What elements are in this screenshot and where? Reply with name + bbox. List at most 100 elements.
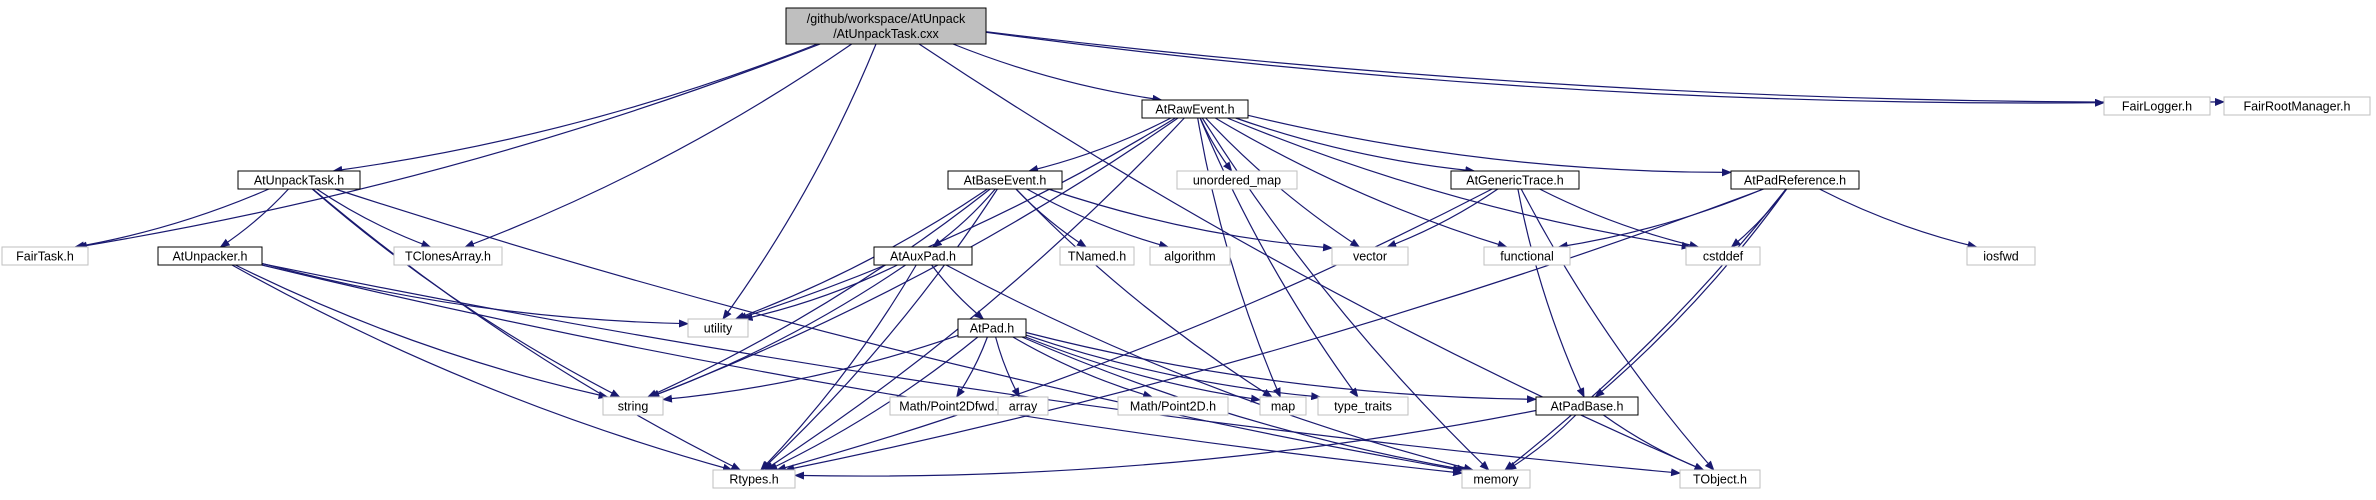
edge-AtRawEvent-to-utility xyxy=(736,117,1176,321)
node-TClonesArray: TClonesArray.h xyxy=(393,246,503,266)
edge-AtPad-to-array xyxy=(995,336,1020,398)
node-FairRootManager: FairRootManager.h xyxy=(2223,96,2371,116)
node-box-type_traits xyxy=(1317,396,1409,416)
node-label-Point2D: Math/Point2D.h xyxy=(1130,400,1216,414)
edge-AtBaseEvent-to-vector xyxy=(1048,188,1333,252)
edge-AtPad-to-Rtypes xyxy=(767,336,979,471)
node-Point2D: Math/Point2D.h xyxy=(1117,396,1229,416)
edge-AtPadBase-to-Rtypes xyxy=(794,409,1537,480)
node-AtRawEvent[interactable]: AtRawEvent.h xyxy=(1141,99,1249,119)
node-box-iosfwd xyxy=(1966,246,2036,266)
node-box-AtPadReference xyxy=(1730,170,1860,190)
node-AtBaseEvent[interactable]: AtBaseEvent.h xyxy=(947,170,1063,190)
node-label-Point2Dfwd: Math/Point2Dfwd.h xyxy=(899,400,1005,414)
node-type_traits: type_traits xyxy=(1317,396,1409,416)
node-label-root-line2: /AtUnpackTask.cxx xyxy=(833,27,939,41)
edge-AtPad-to-string xyxy=(662,334,959,403)
node-box-algorithm xyxy=(1149,246,1231,266)
node-box-AtGenericTrace xyxy=(1450,170,1580,190)
node-AtGenericTrace[interactable]: AtGenericTrace.h xyxy=(1450,170,1580,190)
edge-root-to-utility xyxy=(722,43,877,320)
node-box-functional xyxy=(1483,246,1571,266)
edge-AtUnpacker-to-memory xyxy=(261,264,1463,477)
node-box-TClonesArray xyxy=(393,246,503,266)
node-label-cstddef: cstddef xyxy=(1703,250,1744,264)
node-box-AtAuxPad xyxy=(873,246,973,266)
edge-AtPadReference-to-Rtypes xyxy=(784,188,1764,473)
node-label-FairLogger: FairLogger.h xyxy=(2122,100,2192,114)
node-box-array xyxy=(997,396,1049,416)
node-functional: functional xyxy=(1483,246,1571,266)
edge-AtRawEvent-to-type_traits xyxy=(1199,117,1359,398)
edge-AtGenericTrace-to-AtPadBase xyxy=(1517,188,1585,398)
node-TNamed: TNamed.h xyxy=(1059,246,1135,266)
node-array: array xyxy=(997,396,1049,416)
node-box-AtPadBase xyxy=(1535,396,1639,416)
node-AtAuxPad[interactable]: AtAuxPad.h xyxy=(873,246,973,266)
edge-AtUnpacker-to-Rtypes xyxy=(231,264,733,472)
node-label-AtAuxPad: AtAuxPad.h xyxy=(890,250,956,264)
edge-AtRawEvent-to-AtPadReference xyxy=(1247,114,1732,177)
edge-AtPadReference-to-AtPadBase xyxy=(1594,188,1788,398)
node-iosfwd: iosfwd xyxy=(1966,246,2036,266)
edge-AtBaseEvent-to-algorithm xyxy=(1026,188,1170,249)
edge-AtRawEvent-to-memory xyxy=(1201,117,1490,471)
node-box-string xyxy=(602,396,664,416)
node-label-FairTask: FairTask.h xyxy=(16,250,74,264)
node-AtPadReference[interactable]: AtPadReference.h xyxy=(1730,170,1860,190)
node-label-root-line1: /github/workspace/AtUnpack xyxy=(807,12,966,26)
node-vector: vector xyxy=(1331,246,1409,266)
node-label-string: string xyxy=(618,400,649,414)
edge-AtUnpackTask-to-memory xyxy=(334,188,1463,473)
node-label-AtBaseEvent: AtBaseEvent.h xyxy=(964,174,1047,188)
edge-AtAuxPad-to-Rtypes xyxy=(760,264,917,471)
node-map: map xyxy=(1259,396,1307,416)
edge-AtRawEvent-to-unordered_map xyxy=(1199,117,1233,172)
node-label-type_traits: type_traits xyxy=(1334,400,1392,414)
node-box-FairTask xyxy=(1,246,89,266)
edge-root-to-FairTask xyxy=(76,43,821,250)
edge-AtRawEvent-to-AtBaseEvent xyxy=(1028,117,1172,173)
node-box-TObject xyxy=(1679,469,1761,489)
edge-AtBaseEvent-to-utility xyxy=(734,188,988,320)
node-label-AtUnpacker: AtUnpacker.h xyxy=(172,250,247,264)
node-label-AtRawEvent: AtRawEvent.h xyxy=(1155,103,1234,117)
node-root[interactable]: /github/workspace/AtUnpack/AtUnpackTask.… xyxy=(785,7,987,45)
node-box-utility xyxy=(687,318,749,338)
node-box-FairRootManager xyxy=(2223,96,2371,116)
node-label-AtPad: AtPad.h xyxy=(970,322,1015,336)
edge-AtGenericTrace-to-cstddef xyxy=(1539,188,1700,249)
node-label-TNamed: TNamed.h xyxy=(1068,250,1126,264)
node-memory: memory xyxy=(1461,469,1531,489)
node-algorithm: algorithm xyxy=(1149,246,1231,266)
node-box-AtPad xyxy=(957,318,1027,338)
edge-AtPadReference-to-functional xyxy=(1557,188,1764,250)
node-label-array: array xyxy=(1009,400,1038,414)
node-label-AtPadBase: AtPadBase.h xyxy=(1551,400,1624,414)
node-AtUnpackTask[interactable]: AtUnpackTask.h xyxy=(237,170,361,190)
node-label-utility: utility xyxy=(704,322,733,336)
edge-AtUnpackTask-to-Rtypes xyxy=(312,188,742,471)
edge-AtPad-to-AtPadBase xyxy=(1025,331,1537,404)
edge-AtPad-to-type_traits xyxy=(1025,334,1322,401)
edge-AtGenericTrace-to-TObject xyxy=(1520,188,1715,471)
node-AtPadBase[interactable]: AtPadBase.h xyxy=(1535,396,1639,416)
edge-AtBaseEvent-to-map xyxy=(1015,188,1273,398)
node-AtUnpacker[interactable]: AtUnpacker.h xyxy=(157,246,263,266)
edge-root-to-FairLogger xyxy=(985,31,2105,107)
node-unordered_map: unordered_map xyxy=(1176,170,1298,190)
node-box-AtRawEvent xyxy=(1141,99,1249,119)
node-FairLogger: FairLogger.h xyxy=(2103,96,2211,116)
edge-AtUnpacker-to-TObject xyxy=(261,263,1681,477)
node-box-FairLogger xyxy=(2103,96,2211,116)
edge-AtRawEvent-to-Rtypes xyxy=(763,117,1185,471)
node-utility: utility xyxy=(687,318,749,338)
node-AtPad[interactable]: AtPad.h xyxy=(957,318,1027,338)
edge-AtPad-to-memory xyxy=(1021,336,1467,473)
node-box-cstddef xyxy=(1685,246,1761,266)
edge-AtUnpackTask-to-FairTask xyxy=(74,188,270,250)
node-FairTask: FairTask.h xyxy=(1,246,89,266)
node-box-TNamed xyxy=(1059,246,1135,266)
edge-AtGenericTrace-to-Rtypes xyxy=(775,188,1493,472)
